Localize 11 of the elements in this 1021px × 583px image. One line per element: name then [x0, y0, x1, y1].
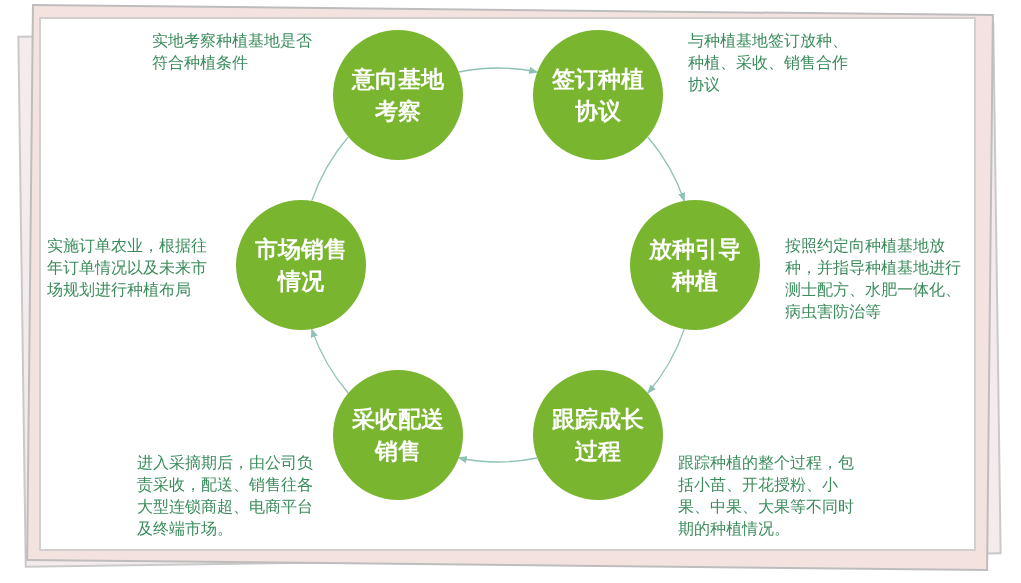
description-text: 按照约定向种植基地放种，并指导种植基地进行测士配方、水肥一体化、病虫害防治等	[785, 236, 962, 323]
description-text: 与种植基地签订放种、种植、采收、销售合作协议	[688, 31, 848, 96]
description-text: 实地考察种植基地是否符合种植条件	[152, 31, 312, 74]
arrow	[647, 136, 685, 202]
description-text: 进入采摘期后，由公司负责采收，配送、销售往各大型连锁商超、电商平台及终端市场。	[137, 453, 314, 540]
arrow	[457, 455, 538, 463]
arrow	[647, 328, 685, 394]
arrow	[311, 328, 349, 394]
description-text: 实施订单农业，根据往年订单情况以及未来市场规划进行种植布局	[47, 236, 208, 301]
description-text: 跟踪种植的整个过程，包括小苗、开花授粉、小果、中果、大果等不同时期的种植情况。	[678, 453, 855, 540]
arrow	[458, 67, 539, 75]
